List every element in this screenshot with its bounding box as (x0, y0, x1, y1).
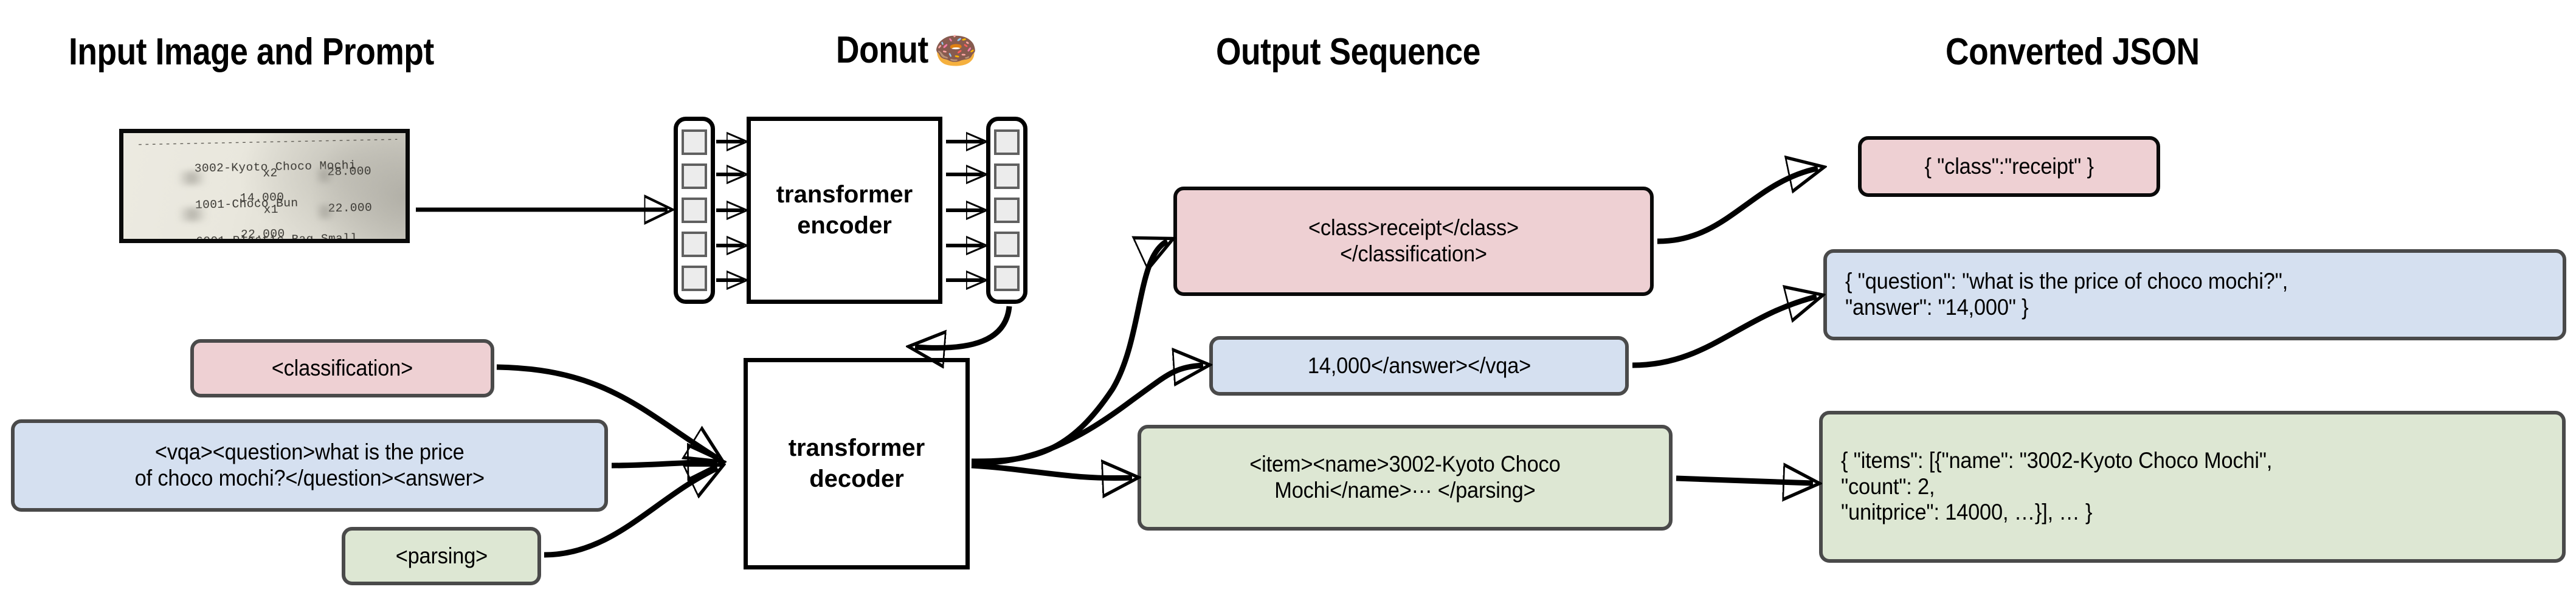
json-parse-line3: "unitprice": 14000, …}], … } (1841, 500, 2093, 525)
output-box-parsing[interactable]: <item><name>3002-Kyoto Choco Mochi</name… (1138, 425, 1673, 531)
donut-icon: 🍩 (934, 31, 978, 70)
heading-input-image-and-prompt: Input Image and Prompt (69, 33, 434, 71)
token-square (994, 129, 1020, 155)
prompt-vqa-line1: <vqa><question>what is the price (154, 439, 464, 465)
prompt-classification-label: <classification> (271, 355, 413, 380)
heading-json-label: Converted JSON (1946, 31, 2200, 73)
decoder-line-2: decoder (809, 466, 904, 492)
json-vqa-label: { "question": "what is the price of choc… (1845, 269, 2288, 321)
token-square (682, 129, 707, 155)
json-vqa-line2: "answer": "14,000" } (1845, 295, 2029, 320)
decoder-line-1: transformer (788, 434, 925, 461)
arrow-tokens-to-encoder (716, 142, 744, 280)
prompt-box-parsing[interactable]: <parsing> (342, 527, 541, 585)
receipt-text-content: ----------------------------------------… (123, 133, 406, 239)
token-square (994, 266, 1020, 291)
arrow-output-to-json-classification (1657, 168, 1818, 244)
heading-donut-label: Donut (836, 29, 938, 71)
input-receipt-image: ----------------------------------------… (119, 129, 410, 243)
prompt-vqa-line2: of choco mochi?</question><answer> (134, 466, 485, 490)
prompt-vqa-label: <vqa><question>what is the price of choc… (134, 439, 484, 492)
receipt-redaction (178, 207, 207, 222)
receipt-redaction (324, 241, 342, 243)
output-class-line1: <class>receipt</class> (1308, 215, 1519, 241)
transformer-decoder-block: transformer decoder (744, 358, 970, 569)
heading-output-sequence: Output Sequence (1216, 33, 1480, 71)
token-square (682, 198, 707, 223)
transformer-decoder-label: transformer decoder (789, 433, 925, 495)
json-parse-line2: "count": 2, (1841, 473, 1935, 499)
token-square (994, 163, 1020, 189)
json-box-parsing[interactable]: { "items": [{"name": "3002-Kyoto Choco M… (1819, 411, 2566, 563)
arrow-output-to-json-vqa (1632, 297, 1817, 368)
prompt-box-vqa[interactable]: <vqa><question>what is the price of choc… (11, 419, 608, 512)
output-parse-line1: <item><name>3002-Kyoto Choco (1249, 452, 1561, 477)
json-box-vqa[interactable]: { "question": "what is the price of choc… (1823, 249, 2566, 340)
json-parse-line1: { "items": [{"name": "3002-Kyoto Choco M… (1841, 447, 2273, 473)
heading-input-label: Input Image and Prompt (69, 31, 434, 73)
transformer-encoder-label: transformer encoder (776, 179, 913, 241)
receipt-item-amount: 0 x1 0 (139, 238, 400, 243)
encoder-output-token-stack (986, 117, 1027, 304)
token-square (682, 266, 707, 291)
output-classification-label: <class>receipt</class> </classification> (1308, 215, 1519, 267)
json-box-classification[interactable]: { "class":"receipt" } (1858, 136, 2160, 197)
output-parse-line2: Mochi</name>··· </parsing> (1274, 478, 1536, 503)
arrow-output-to-json-parsing (1676, 478, 1813, 483)
output-box-vqa[interactable]: 14,000</answer></vqa> (1209, 336, 1629, 396)
prompt-parsing-label: <parsing> (395, 543, 488, 568)
arrow-encoder-output-to-decoder (915, 306, 1012, 348)
output-vqa-label: 14,000</answer></vqa> (1307, 352, 1531, 378)
arrow-encoder-to-tokens (946, 142, 984, 280)
token-square (682, 232, 707, 257)
json-parsing-label: { "items": [{"name": "3002-Kyoto Choco M… (1841, 448, 2272, 526)
receipt-redaction (315, 168, 334, 182)
transformer-encoder-block: transformer encoder (747, 117, 942, 304)
encoder-line-2: encoder (797, 212, 892, 239)
json-classification-label: { "class":"receipt" } (1924, 153, 2094, 179)
encoder-line-1: transformer (776, 181, 913, 208)
heading-converted-json: Converted JSON (1946, 33, 2200, 71)
receipt-redaction (316, 205, 334, 219)
json-vqa-line1: { "question": "what is the price of choc… (1845, 269, 2288, 294)
output-class-line2: </classification> (1340, 241, 1487, 266)
encoder-input-token-stack (674, 117, 715, 304)
token-square (682, 163, 707, 189)
output-parsing-label: <item><name>3002-Kyoto Choco Mochi</name… (1249, 452, 1560, 504)
prompt-box-classification[interactable]: <classification> (190, 339, 494, 397)
receipt-redaction (178, 171, 206, 185)
token-square (994, 232, 1020, 257)
token-square (994, 198, 1020, 223)
heading-output-label: Output Sequence (1216, 31, 1480, 73)
arrow-decoder-to-output-parsing (971, 466, 1132, 478)
heading-donut: Donut 🍩 (836, 29, 978, 71)
arrow-vqa-prompt-to-decoder (611, 462, 717, 466)
output-box-classification[interactable]: <class>receipt</class> </classification> (1173, 187, 1654, 296)
